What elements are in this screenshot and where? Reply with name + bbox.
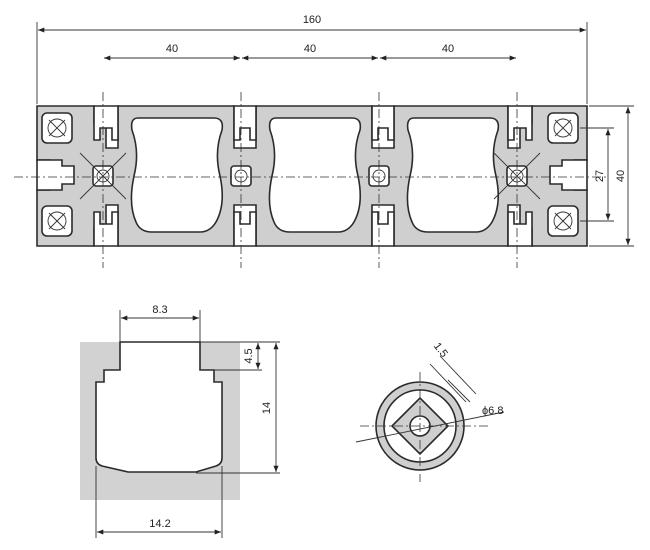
slot-bottom-3 [371, 211, 395, 247]
slot-inner-width-label: 14.2 [149, 518, 170, 530]
slot-bottom-2 [233, 211, 257, 247]
overall-height-label: 40 [615, 170, 627, 182]
slot-right [549, 159, 588, 191]
dimension-overall-width: 160 [36, 14, 588, 104]
profile-cross-section [14, 92, 606, 268]
core-wall-label: 1.5 [431, 340, 450, 359]
slot-depth-label: 14 [261, 402, 273, 414]
slot-bottom-1 [93, 211, 119, 247]
slot-opening-label: 8.3 [152, 304, 167, 316]
core-diameter-label: ϕ6.8 [482, 405, 503, 417]
pitch-2-label: 40 [304, 43, 316, 55]
slot-top-1 [93, 105, 119, 141]
slot-top-2 [233, 105, 257, 141]
cavity-1 [130, 117, 224, 233]
corner-holes [41, 112, 579, 237]
slot-top-4 [507, 105, 533, 141]
pitch-1-label: 40 [166, 43, 178, 55]
cavity-2 [268, 117, 362, 233]
dimension-heights: 27 40 [580, 105, 634, 247]
overall-width-label: 160 [303, 14, 321, 26]
slot-top-3 [371, 105, 395, 141]
hole-spacing-label: 27 [594, 170, 606, 182]
slot-bottom-4 [507, 211, 533, 247]
cavity-3 [406, 117, 500, 233]
slot-detail: 8.3 4.5 14 14.2 [80, 304, 280, 538]
slot-lip-label: 4.5 [243, 348, 255, 363]
pitch-3-label: 40 [442, 43, 454, 55]
dimension-pitches: 40 40 40 [104, 43, 516, 61]
slot-left [36, 159, 75, 191]
core-detail: 1.5 ϕ6.8 [355, 340, 505, 482]
